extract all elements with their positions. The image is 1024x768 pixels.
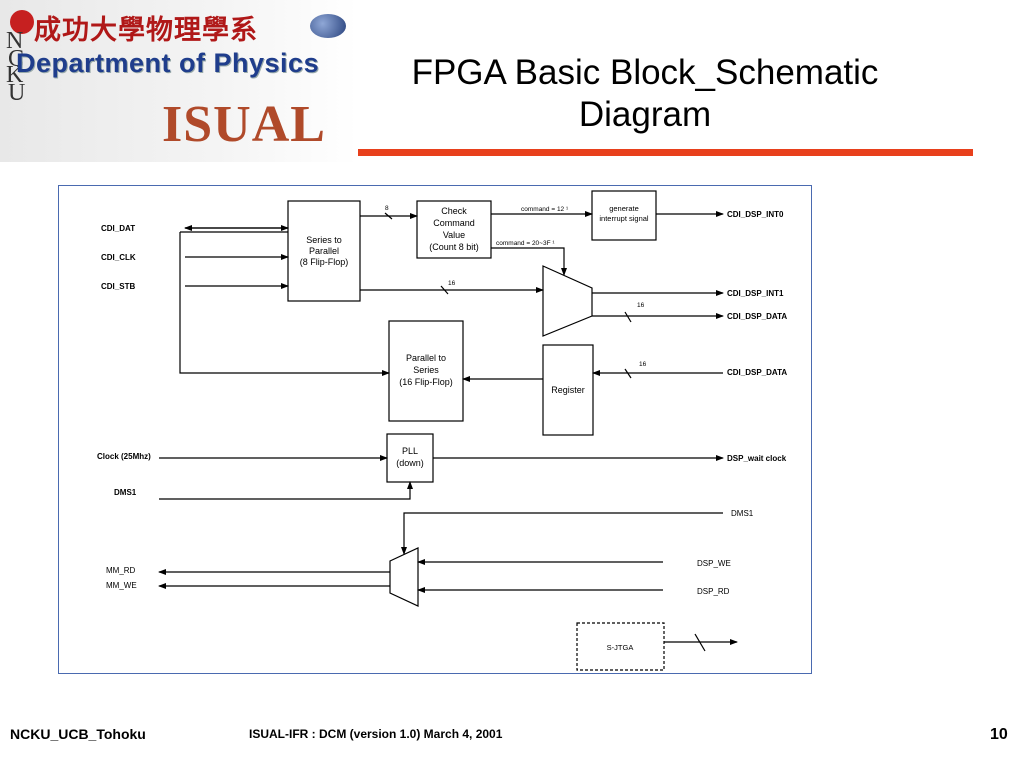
generate-label-1: generate <box>609 204 639 213</box>
footer-organization: NCKU_UCB_Tohoku <box>10 726 146 742</box>
bus-label-16-in: 16 <box>639 361 647 368</box>
p2s-label-3: (16 Flip-Flop) <box>399 377 453 387</box>
label-dsp-int0: CDI_DSP_INT0 <box>727 210 784 219</box>
logo-department-name: Department of Physics <box>16 48 319 79</box>
logo-chinese-name: 成功大學物理學系 <box>34 8 258 47</box>
register-label: Register <box>551 385 585 395</box>
pll-label-1: PLL <box>402 446 418 456</box>
label-wait-clock: DSP_wait clock <box>727 454 787 463</box>
memory-mux <box>390 548 418 606</box>
bus-slash-16-out <box>625 312 631 322</box>
label-mm-rd: MM_RD <box>106 566 136 575</box>
output-mux <box>543 266 592 336</box>
p2s-label-1: Parallel to <box>406 353 446 363</box>
check-label-2: Command <box>433 218 475 228</box>
wire-dms1-to-pll <box>159 482 410 499</box>
wire-p2s-feedback <box>180 232 389 373</box>
s2p-label-2: Parallel <box>309 246 339 256</box>
logo-letter-u: U <box>8 80 25 107</box>
command-label-1: command = 12 ¹ <box>521 206 569 213</box>
bus-label-8: 8 <box>385 205 389 212</box>
s2p-label-3: (8 Flip-Flop) <box>300 257 349 267</box>
department-logo: N C K U 成功大學物理學系 Department of Physics I… <box>0 0 358 162</box>
p2s-label-2: Series <box>413 365 439 375</box>
title-line-2: Diagram <box>360 94 930 136</box>
s2p-label-1: Series to <box>306 235 342 245</box>
label-cdi-dat: CDI_DAT <box>101 224 135 233</box>
schematic-diagram: CDI_DAT CDI_CLK CDI_STB Clock (25Mhz) DM… <box>58 185 812 674</box>
check-label-1: Check <box>441 206 467 216</box>
label-dsp-rd: DSP_RD <box>697 587 730 596</box>
label-dsp-data-out: CDI_DSP_DATA <box>727 312 787 321</box>
label-dms1-right: DMS1 <box>731 509 754 518</box>
label-dms1-left: DMS1 <box>114 488 137 497</box>
label-dsp-int1: CDI_DSP_INT1 <box>727 289 784 298</box>
page-number: 10 <box>990 726 1008 744</box>
footer-document-info: ISUAL-IFR : DCM (version 1.0) March 4, 2… <box>249 727 502 741</box>
label-dsp-data-in: CDI_DSP_DATA <box>727 368 787 377</box>
label-clock: Clock (25Mhz) <box>97 452 151 461</box>
logo-isual: ISUAL <box>162 95 326 154</box>
title-line-1: FPGA Basic Block_Schematic <box>360 52 930 94</box>
label-cdi-stb: CDI_STB <box>101 282 135 291</box>
s-jtga-label: S-JTGA <box>607 643 634 652</box>
label-cdi-clk: CDI_CLK <box>101 253 136 262</box>
label-mm-we: MM_WE <box>106 581 137 590</box>
generate-label-2: interrupt signal <box>599 214 649 223</box>
command-label-2: command = 20~3F ¹ <box>496 240 555 247</box>
slide-title: FPGA Basic Block_Schematic Diagram <box>360 52 930 136</box>
bus-label-16-out: 16 <box>637 302 645 309</box>
globe-icon <box>310 14 346 38</box>
pll-label-2: (down) <box>396 458 424 468</box>
check-label-4: (Count 8 bit) <box>429 242 479 252</box>
title-underline <box>358 149 973 156</box>
bus-label-16-top: 16 <box>448 280 456 287</box>
schematic-svg: CDI_DAT CDI_CLK CDI_STB Clock (25Mhz) DM… <box>59 186 811 673</box>
wire-dms1-to-mux <box>404 513 723 554</box>
check-label-3: Value <box>443 230 465 240</box>
label-dsp-we: DSP_WE <box>697 559 731 568</box>
